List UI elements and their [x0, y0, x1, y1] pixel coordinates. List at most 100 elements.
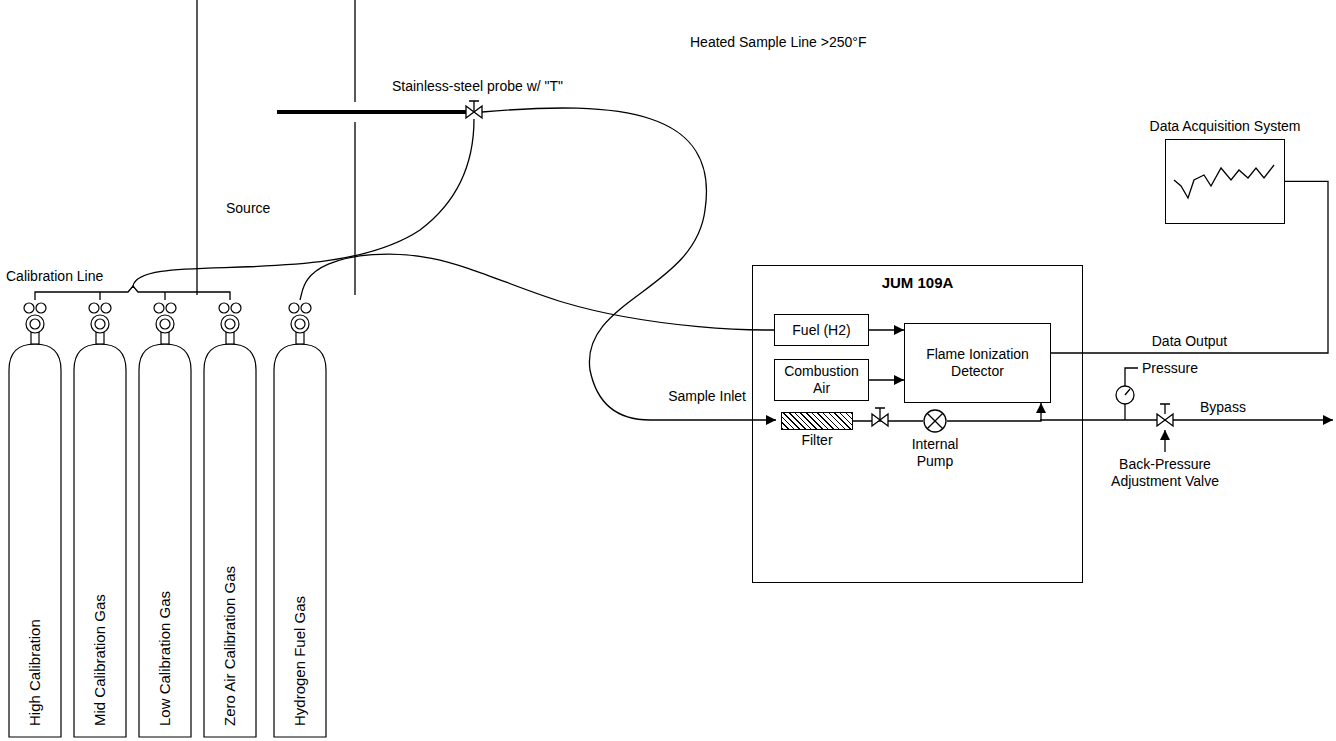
node-text: Combustion Air: [781, 363, 862, 397]
fuel-box: Fuel (H2): [774, 314, 869, 346]
gas-cylinder: Mid Calibration Gas: [72, 300, 128, 738]
heated-sample-line: [482, 108, 776, 420]
cylinder-neck: [161, 332, 169, 344]
stack-wall: [354, 0, 355, 102]
cylinder-body: [9, 344, 61, 737]
valve-handle: [469, 101, 479, 112]
node-text: Zero Air Calibration Gas: [220, 396, 240, 726]
node-text: Data Acquisition System: [1145, 118, 1305, 135]
cylinder-label-frame: High Calibration: [25, 396, 45, 726]
annotation-label: Back-Pressure Adjustment Valve: [1090, 456, 1240, 490]
cylinder-neck: [226, 332, 234, 344]
regulator: [221, 315, 239, 333]
node-text: JUM 109A: [753, 274, 1082, 291]
connector: [869, 329, 904, 330]
gauge-needle: [1125, 389, 1130, 395]
cylinder-neck: [96, 332, 104, 344]
cylinder-body: [204, 344, 256, 737]
combustion-air-box: Combustion Air: [774, 359, 869, 401]
cylinder-label-frame: Low Calibration Gas: [155, 396, 175, 726]
node-text: Hydrogen Fuel Gas: [290, 396, 310, 726]
cylinder-parts: [274, 303, 326, 737]
annotation-label: Stainless-steel probe w/ "T": [392, 78, 563, 95]
gas-cylinder: Low Calibration Gas: [137, 300, 193, 738]
probe: [277, 110, 466, 114]
cylinder-neck: [31, 332, 39, 344]
annotation-label: Calibration Line: [6, 268, 103, 285]
gauge-knob: [101, 303, 111, 313]
data-acquisition-system: Data Acquisition System: [1145, 118, 1305, 230]
pressure-gauge: [1116, 386, 1134, 404]
gauge-knob: [154, 303, 164, 313]
connector: [869, 379, 904, 380]
monitor-screen: [1165, 139, 1285, 224]
calibration-line: [133, 119, 474, 286]
cylinder-parts: [9, 303, 61, 737]
annotation-label: Source: [226, 200, 270, 217]
detector-box: Flame Ionization Detector: [904, 323, 1051, 403]
internal-pump: Internal Pump: [900, 409, 970, 469]
regulator: [91, 315, 109, 333]
connector: [300, 254, 774, 330]
annotation-label: Pressure: [1142, 360, 1198, 377]
gauge-knob: [89, 303, 99, 313]
gas-cylinder: Zero Air Calibration Gas: [202, 300, 258, 738]
regulator-dial: [30, 319, 40, 329]
regulator-dial: [225, 319, 235, 329]
gauge-knob: [231, 303, 241, 313]
regulator-dial: [295, 319, 305, 329]
pump-cross: [927, 413, 943, 429]
valve-handle: [1160, 404, 1170, 414]
cylinder-neck: [296, 332, 304, 344]
cylinder-label-frame: Mid Calibration Gas: [90, 396, 110, 726]
regulator: [26, 315, 44, 333]
gas-cylinder: Hydrogen Fuel Gas: [272, 300, 328, 738]
regulator: [291, 315, 309, 333]
gauge-tap: [1124, 404, 1125, 420]
cylinder-parts: [74, 303, 126, 737]
cylinder-body: [274, 344, 326, 737]
cylinder-parts: [139, 303, 191, 737]
sample-flow-line: [1040, 419, 1157, 420]
regulator-dial: [95, 319, 105, 329]
gauge-knob: [24, 303, 34, 313]
gauge-knob: [289, 303, 299, 313]
annotation-label: Sample Inlet: [666, 388, 746, 405]
trend-chart: [1166, 140, 1284, 223]
node-text: Fuel (H2): [792, 322, 850, 339]
edge-label: Data Output: [1150, 333, 1230, 350]
annotation-label: Bypass: [1200, 399, 1246, 416]
node-text: Mid Calibration Gas: [90, 396, 110, 726]
trend-line: [1174, 165, 1274, 198]
node-text: Internal Pump: [900, 436, 970, 470]
node-text: Filter: [781, 432, 853, 449]
valve-handle: [875, 408, 885, 420]
pump-circle: [924, 410, 946, 432]
pump-icon: [923, 409, 947, 433]
node-text: Flame Ionization Detector: [911, 346, 1044, 380]
adjustment-arrow: [1164, 430, 1165, 452]
gas-cylinder: High Calibration: [7, 300, 63, 738]
cylinder-parts: [204, 303, 256, 737]
back-pressure-valve: [1157, 414, 1173, 426]
bypass-line: [1173, 419, 1333, 420]
annotation-label: Heated Sample Line >250°F: [690, 34, 866, 51]
regulator: [156, 315, 174, 333]
filter-element: [781, 412, 853, 430]
cylinder-label-frame: Hydrogen Fuel Gas: [290, 396, 310, 726]
pump-symbol: [923, 409, 947, 433]
leader-line: [1125, 368, 1138, 386]
connector: [947, 403, 1041, 421]
node-text: Low Calibration Gas: [155, 396, 175, 726]
regulator-dial: [160, 319, 170, 329]
cylinder-label-frame: Zero Air Calibration Gas: [220, 396, 240, 726]
gauge-knob: [219, 303, 229, 313]
gauge-knob: [36, 303, 46, 313]
calibration-manifold: [35, 286, 230, 300]
cylinder-body: [139, 344, 191, 737]
stack-wall: [354, 122, 355, 295]
filter: Filter: [781, 412, 853, 452]
node-text: High Calibration: [25, 396, 45, 726]
